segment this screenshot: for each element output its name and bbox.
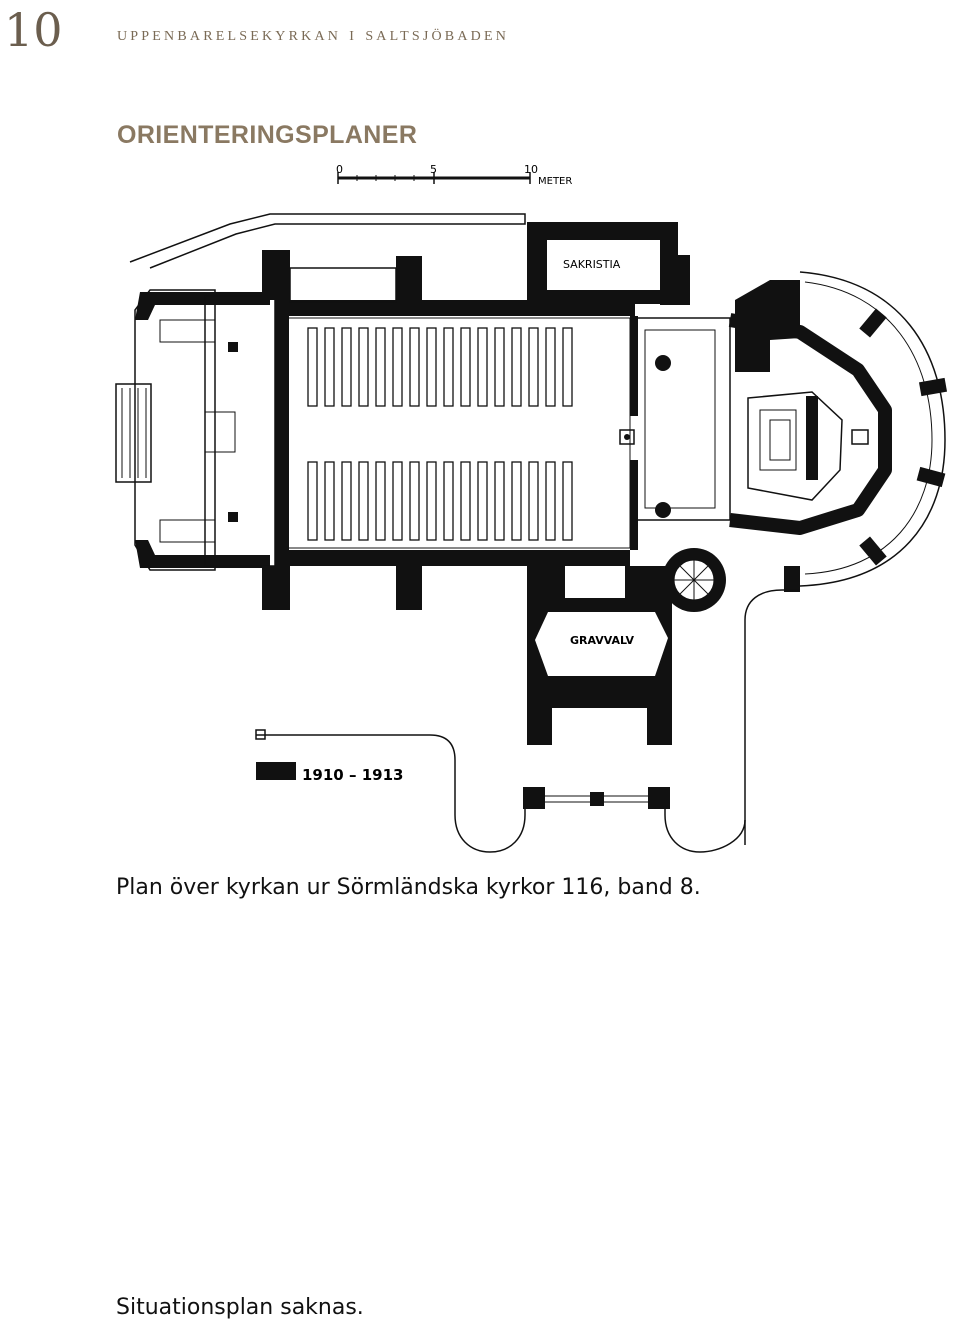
legend: 1910 – 1913 xyxy=(256,762,403,784)
legend-swatch xyxy=(256,762,296,780)
room-label-sakristia: SAKRISTIA xyxy=(563,258,621,271)
grave-vault: GRAVVALV xyxy=(527,566,672,745)
pews-upper xyxy=(307,327,573,407)
scale-label-5: 5 xyxy=(430,163,437,176)
scale-bar: 0 5 10 METER xyxy=(336,163,572,187)
page-number: 10 xyxy=(4,3,63,57)
room-label-gravvalv: GRAVVALV xyxy=(570,634,635,647)
nave-walls xyxy=(275,300,638,566)
church-floor-plan: 0 5 10 METER xyxy=(115,163,948,853)
pews-lower xyxy=(307,461,573,541)
running-head: UPPENBARELSEKYRKAN I SALTSJÖBADEN xyxy=(117,23,510,45)
sacristy-block: SAKRISTIA xyxy=(289,222,690,305)
stair-tower xyxy=(662,548,726,612)
forecourt xyxy=(255,729,746,853)
scale-label-10: 10 xyxy=(524,163,538,176)
site-boundary xyxy=(129,213,526,269)
scale-label-0: 0 xyxy=(336,163,343,176)
legend-years-label: 1910 – 1913 xyxy=(302,766,403,784)
chancel xyxy=(619,280,892,535)
outer-apse xyxy=(744,271,948,845)
pews xyxy=(307,327,573,541)
west-entrance xyxy=(115,250,422,610)
scale-unit-label: METER xyxy=(538,176,572,187)
site-plan-note: Situationsplan saknas. xyxy=(116,1295,364,1320)
figure-caption: Plan över kyrkan ur Sörmländska kyrkor 1… xyxy=(116,875,701,900)
section-title: ORIENTERINGSPLANER xyxy=(117,121,418,149)
